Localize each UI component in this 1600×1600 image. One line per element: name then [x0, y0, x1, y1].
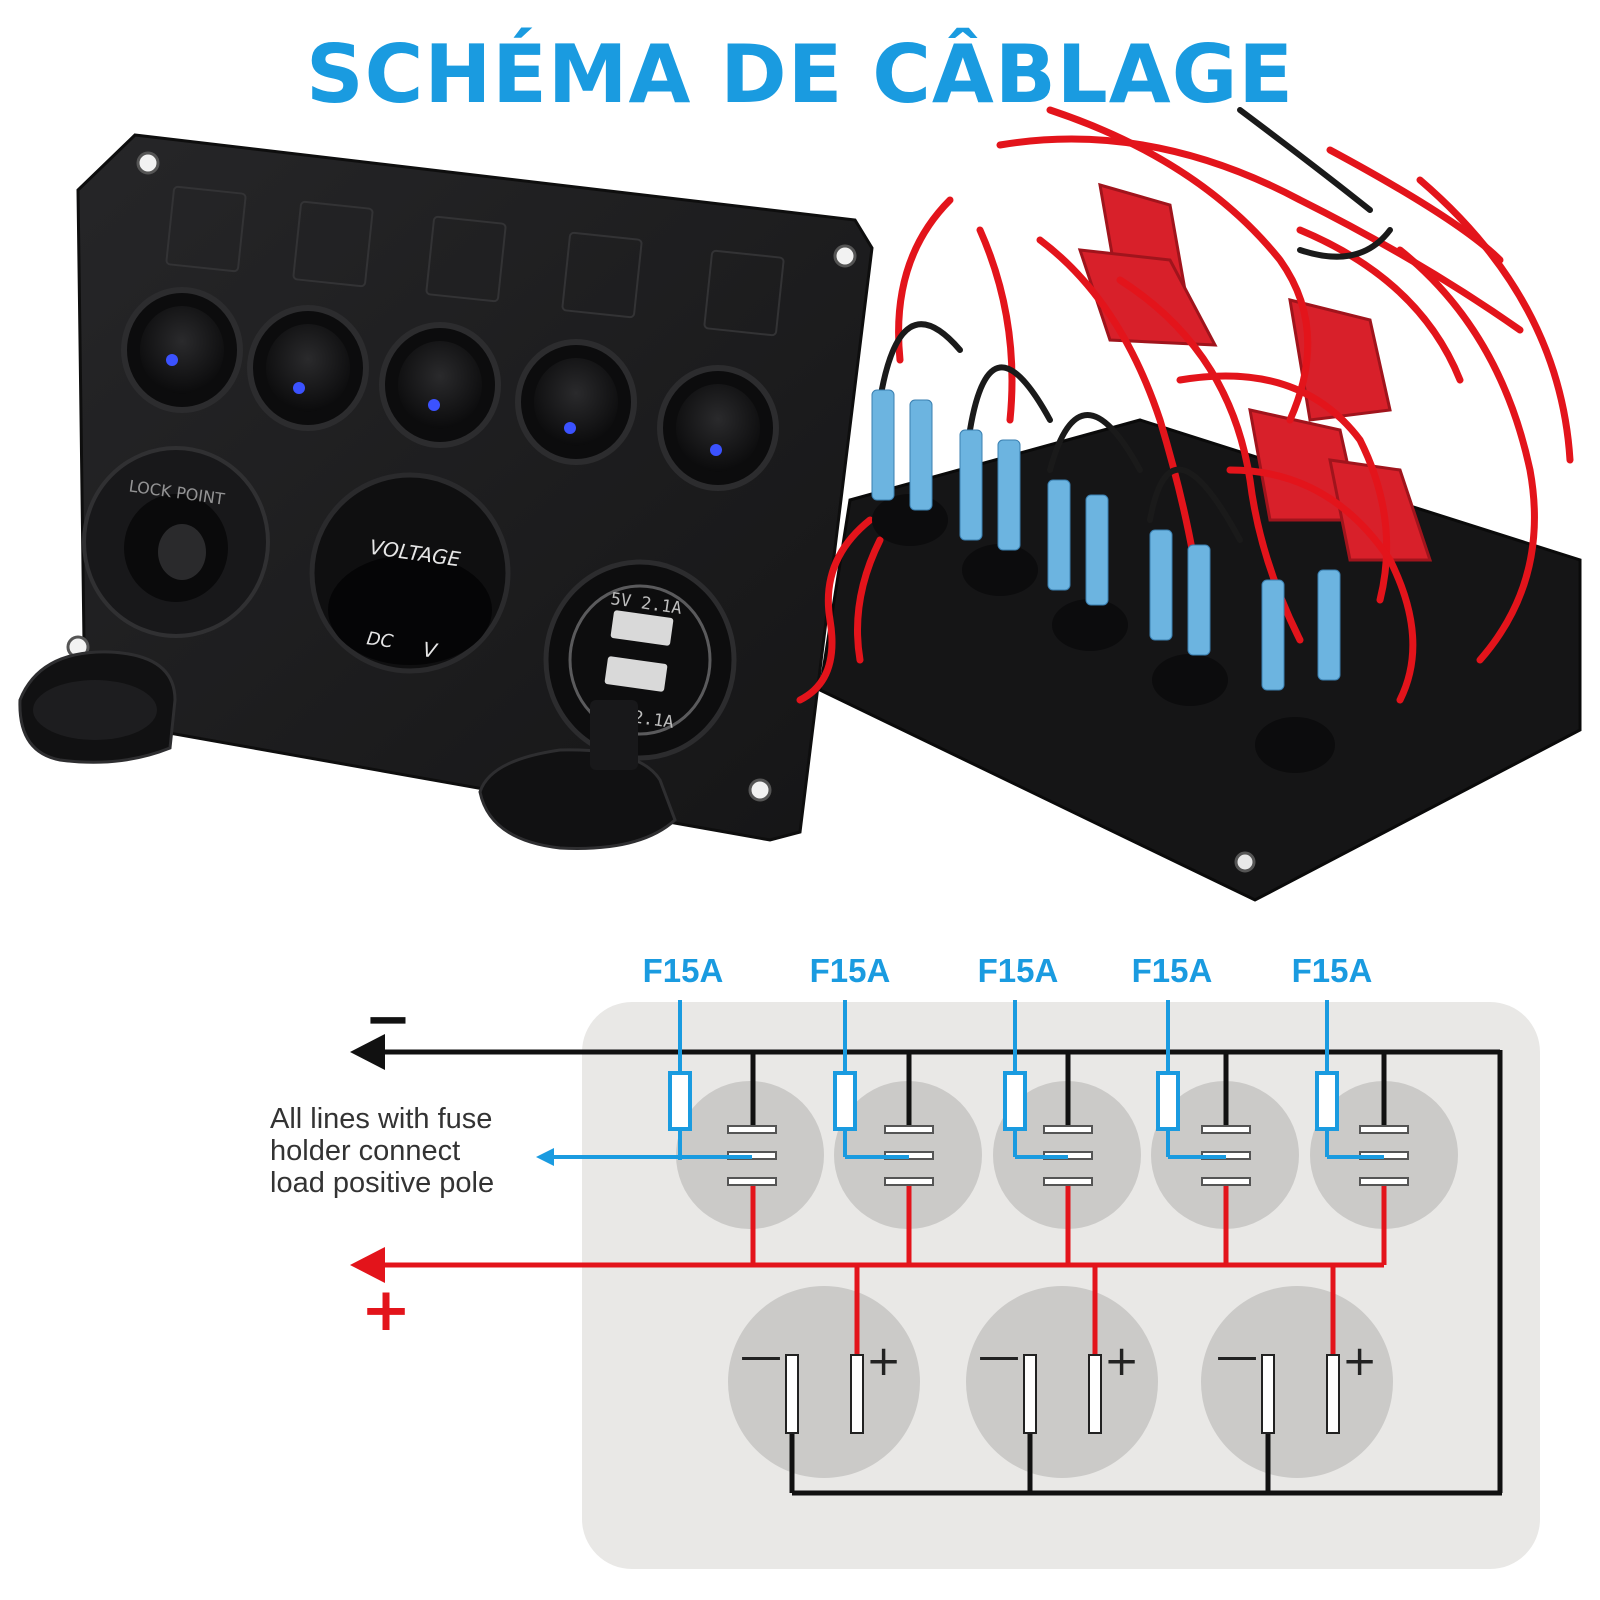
mount-hole-back — [1234, 851, 1256, 873]
rocker-switch-3[interactable] — [379, 322, 501, 448]
lighter-cap[interactable] — [18, 650, 177, 764]
led-indicator-icon — [293, 382, 305, 394]
mount-hole-top-left — [136, 151, 160, 175]
usb-port-top[interactable] — [610, 610, 674, 646]
socket-plus-3: + — [1342, 1336, 1377, 1385]
switch-back-2 — [959, 429, 1038, 596]
switch-terminals — [871, 389, 1341, 773]
rocker-switch-5[interactable] — [657, 365, 779, 491]
note-line-2: holder connect — [270, 1135, 460, 1167]
switch-back-4 — [1149, 529, 1228, 706]
note-line-3: load positive pole — [270, 1167, 494, 1199]
fuse-label-1: F15A — [643, 952, 724, 989]
wiring-schematic: F15A F15A F15A F15A F15A − + All lines w… — [270, 952, 1540, 1569]
socket-minus-1: — — [740, 1331, 782, 1380]
fuse-label-5: F15A — [1292, 952, 1373, 989]
page-title: SCHÉMA DE CÂBLAGE — [305, 28, 1294, 121]
switch-back-3 — [1047, 479, 1128, 651]
usb-cap[interactable] — [478, 700, 677, 850]
negative-bus — [385, 1049, 1503, 1496]
socket-plus-2: + — [1104, 1336, 1139, 1385]
fuse-label-3: F15A — [978, 952, 1059, 989]
usb-charger[interactable]: 5V 2.1A 5V 2.1A — [543, 559, 737, 761]
socket-circle-usb — [1201, 1286, 1393, 1478]
black-wires — [877, 107, 1393, 543]
note-arrow-icon — [536, 1148, 554, 1166]
rocker-switch-1[interactable] — [121, 287, 243, 413]
fuse-label-4: F15A — [1132, 952, 1213, 989]
led-indicator-icon — [710, 444, 722, 456]
socket-circles — [728, 1286, 1393, 1478]
socket-minus-2: — — [978, 1331, 1020, 1380]
mount-hole-top-right — [833, 244, 857, 268]
socket-terminal-pins — [785, 1354, 1340, 1434]
lighter-socket[interactable]: LOCK POINT — [82, 446, 270, 638]
switch-back-5 — [1255, 569, 1341, 773]
rocker-switch-4[interactable] — [515, 339, 637, 465]
note-line-1: All lines with fuse — [270, 1103, 492, 1135]
led-indicator-icon — [166, 354, 178, 366]
fuse-lines — [548, 1000, 1384, 1160]
socket-plus-1: + — [866, 1336, 901, 1385]
usb-port-bottom[interactable] — [604, 656, 668, 692]
switch-back-1 — [871, 389, 948, 546]
label-slots — [165, 185, 785, 337]
voltmeter-unit-label: V — [421, 637, 439, 663]
negative-sign: − — [365, 987, 412, 1052]
positive-bus — [385, 1184, 1387, 1360]
negative-arrow-icon — [350, 1034, 385, 1070]
red-wires — [796, 106, 1574, 704]
led-indicator-icon — [428, 399, 440, 411]
socket-circle-voltmeter — [966, 1286, 1158, 1478]
led-indicator-icon — [564, 422, 576, 434]
socket-circle-lighter — [728, 1286, 920, 1478]
positive-arrow-icon — [350, 1247, 385, 1283]
back-panel-photo — [796, 106, 1582, 902]
front-panel-photo: LOCK POINT VOLTAGE DC V 5V 2.1A 5V 2.1A — [18, 133, 874, 850]
fuse-label-2: F15A — [810, 952, 891, 989]
voltmeter-dc-label: DC — [365, 628, 395, 653]
rocker-switch-2[interactable] — [247, 305, 369, 431]
positive-sign: + — [361, 1275, 411, 1345]
socket-minus-3: — — [1216, 1331, 1258, 1380]
voltmeter: VOLTAGE DC V — [309, 472, 511, 674]
mount-hole-bottom-right — [748, 778, 772, 802]
